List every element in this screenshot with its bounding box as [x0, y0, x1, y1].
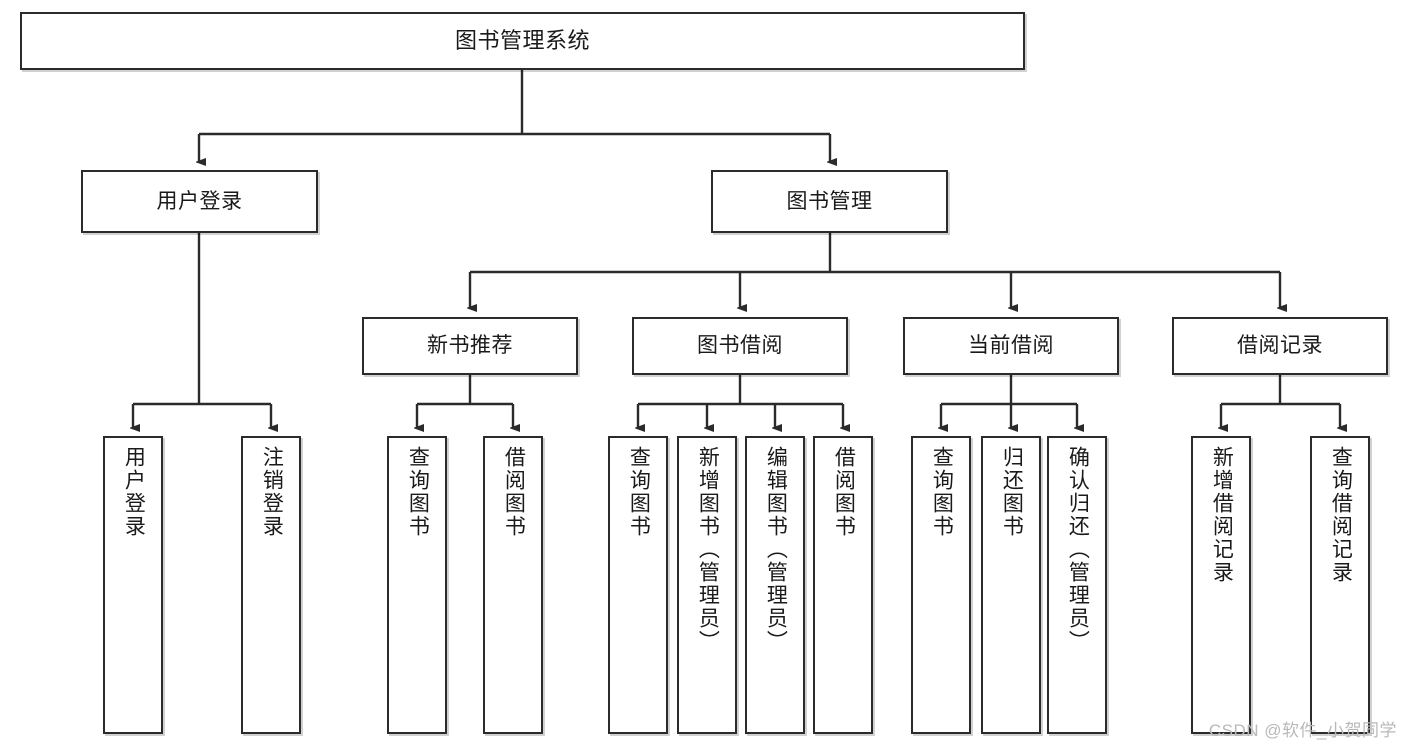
leaf-return-book[interactable]: 归还图书 [981, 436, 1041, 734]
leaf-logout[interactable]: 注销登录 [241, 436, 301, 734]
node-new-book-rec[interactable]: 新书推荐 [362, 317, 578, 375]
leaf-add-record-label: 新增借阅记录 [1210, 446, 1234, 584]
leaf-add-record[interactable]: 新增借阅记录 [1191, 436, 1251, 734]
node-book-manage[interactable]: 图书管理 [711, 170, 948, 233]
leaf-edit-book[interactable]: 编辑图书（管理员） [745, 436, 805, 734]
leaf-query-book-2[interactable]: 查询图书 [608, 436, 668, 734]
leaf-borrow-book-1-label: 借阅图书 [502, 446, 526, 538]
leaf-edit-book-label: 编辑图书（管理员） [764, 446, 788, 653]
node-user-login[interactable]: 用户登录 [81, 170, 318, 233]
leaf-add-book-label: 新增图书（管理员） [696, 446, 720, 653]
node-root[interactable]: 图书管理系统 [20, 12, 1025, 70]
node-book-borrow-label: 图书借阅 [697, 334, 783, 358]
node-current-borrow[interactable]: 当前借阅 [903, 317, 1119, 375]
leaf-query-book-3[interactable]: 查询图书 [911, 436, 971, 734]
node-root-label: 图书管理系统 [454, 27, 590, 53]
node-borrow-record[interactable]: 借阅记录 [1172, 317, 1388, 375]
node-borrow-record-label: 借阅记录 [1237, 334, 1323, 358]
leaf-query-record-label: 查询借阅记录 [1329, 446, 1353, 584]
leaf-logout-label: 注销登录 [260, 446, 284, 538]
node-book-borrow[interactable]: 图书借阅 [632, 317, 848, 375]
leaf-query-book-3-label: 查询图书 [930, 446, 954, 538]
leaf-confirm-return[interactable]: 确认归还（管理员） [1047, 436, 1107, 734]
leaf-borrow-book-1[interactable]: 借阅图书 [483, 436, 543, 734]
leaf-query-record[interactable]: 查询借阅记录 [1310, 436, 1370, 734]
leaf-query-book-1-label: 查询图书 [406, 446, 430, 538]
leaf-user-login-label: 用户登录 [122, 446, 146, 538]
leaf-query-book-1[interactable]: 查询图书 [387, 436, 447, 734]
node-current-borrow-label: 当前借阅 [968, 334, 1054, 358]
leaf-borrow-book-2-label: 借阅图书 [832, 446, 856, 538]
node-new-book-rec-label: 新书推荐 [427, 334, 513, 358]
leaf-return-book-label: 归还图书 [1000, 446, 1024, 538]
leaf-add-book[interactable]: 新增图书（管理员） [677, 436, 737, 734]
leaf-query-book-2-label: 查询图书 [627, 446, 651, 538]
leaf-user-login[interactable]: 用户登录 [103, 436, 163, 734]
leaf-borrow-book-2[interactable]: 借阅图书 [813, 436, 873, 734]
node-user-login-label: 用户登录 [156, 189, 243, 213]
node-book-manage-label: 图书管理 [786, 189, 873, 213]
leaf-confirm-return-label: 确认归还（管理员） [1066, 446, 1090, 653]
watermark: CSDN @软件_小贺同学 [1208, 721, 1397, 740]
